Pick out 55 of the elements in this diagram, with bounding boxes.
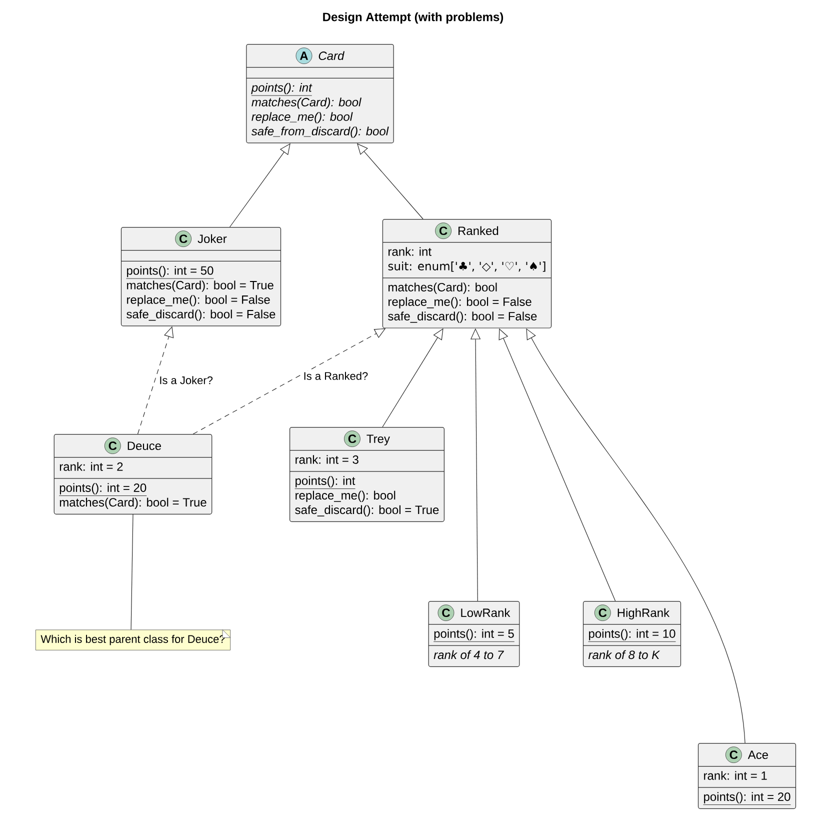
node-label: replace_me(): bool [252, 112, 353, 124]
node-label: rank: int = 2 [60, 462, 123, 471]
class-box: C Deuce rank: int = 2 points(): int = 20 matches(Card): bool = True [54, 434, 212, 514]
node-label: points(): int = 20 [60, 483, 146, 494]
class-box: C Joker points(): int = 50 matches(Card): bool = True replace_me(): bool = False safe_discard(): bool = False [120, 227, 282, 326]
node-label: rank: int = 1 [704, 771, 767, 780]
stereotype-badge: C [344, 430, 360, 447]
stereotype-badge: C [594, 604, 611, 621]
node-label: rank: int [388, 247, 432, 256]
node-label: points(): int = 20 [704, 792, 790, 804]
stereotype-badge: C [725, 746, 742, 763]
edge-label: Is a Joker? [160, 376, 213, 384]
node-label: points(): int = 50 [127, 266, 214, 278]
stereotype-badge: C [435, 222, 452, 239]
class-box: A Card points(): int matches(Card): bool replace_me(): bool safe_from_discard(): bool [246, 44, 394, 144]
stereotype-badge: C [175, 230, 192, 247]
node-label: rank of 4 to 7 [434, 650, 504, 660]
node-label: Card [318, 51, 345, 60]
node-label: Trey [366, 434, 390, 446]
node-label: matches(Card): bool = True [127, 280, 274, 292]
title: Design Attempt (with problems) [323, 12, 504, 24]
leader-line [130, 514, 134, 630]
node-label: replace_me(): bool = False [127, 295, 270, 306]
node-label: Ranked [458, 226, 498, 236]
class-box: C Trey rank: int = 3 points(): int replace_me(): bool safe_discard(): bool = True [290, 427, 444, 522]
node-label: points(): int [296, 476, 356, 488]
node-label: Deuce [128, 442, 161, 450]
node-label: points(): int = 5 [434, 629, 514, 640]
class-box: C Ace rank: int = 1 points(): int = 20 [698, 743, 796, 809]
node-label: suit: enum['♣', '◇', '♡', '♠'] [388, 262, 546, 272]
stereotype-badge: C [104, 438, 121, 454]
node-label: safe_discard(): bool = True [295, 505, 439, 516]
class-box: C Ranked rank: int suit: enum['♣', '◇', '♡', '♠'] matches(Card): bool replace_me(): bool = False safe_discard(): bool = False [382, 219, 552, 328]
edge-label: Is a Ranked? [304, 372, 368, 380]
node-label: matches(Card): bool [388, 282, 497, 294]
node-label: Ace [748, 750, 768, 760]
node-label: HighRank [618, 608, 670, 620]
node-label: Joker [198, 234, 227, 244]
node-label: safe_from_discard(): bool [251, 126, 389, 138]
node-label: replace_me(): bool = False [388, 297, 532, 308]
node-label: rank: int = 3 [296, 455, 358, 464]
node-label: rank of 8 to K [588, 650, 660, 660]
node-label: points(): int [251, 82, 312, 94]
node-label: safe_discard(): bool = False [126, 310, 276, 321]
note: Which is best parent class for Deuce? [35, 629, 231, 650]
node-label: points(): int = 10 [589, 629, 676, 640]
node-label: matches(Card): bool [252, 98, 362, 109]
node-label: matches(Card): bool = True [60, 498, 206, 509]
node-label: replace_me(): bool [296, 490, 396, 502]
stereotype-badge: C [438, 604, 454, 621]
class-box: C HighRank points(): int = 10 rank of 8 to K [582, 601, 682, 667]
node-label: safe_discard(): bool = False [388, 312, 537, 323]
node-label: LowRank [461, 608, 510, 618]
stereotype-badge: A [296, 48, 312, 64]
class-box: C LowRank points(): int = 5 rank of 4 to 7 [428, 601, 520, 667]
